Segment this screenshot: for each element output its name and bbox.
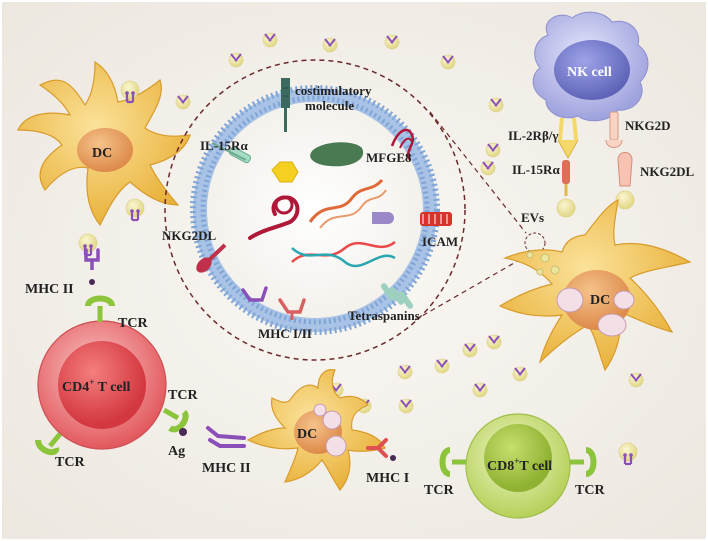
dc-right-label: DC (590, 293, 610, 308)
dc-nucleus (77, 128, 133, 172)
ag-label: Ag (168, 444, 185, 459)
tcr-right (162, 407, 189, 433)
extracellular-vesicle-zoom: costimulatory molecule IL-15Rα MFGE8 NKG… (162, 59, 536, 361)
nkg2dl-nk (615, 152, 635, 210)
mhc-ev (241, 286, 306, 320)
cd4-t-cell: CD4+ T cell (35, 295, 189, 456)
tcr-cd8-right (570, 447, 597, 477)
cd8-label: CD8+T cell (487, 456, 552, 474)
tcr-cd8-right-label: TCR (575, 483, 605, 498)
nkg2dl-ev (196, 243, 227, 273)
ev-lumen (207, 102, 423, 318)
evs-label: EVs (521, 210, 544, 225)
dc-label-top-left: DC (92, 146, 112, 161)
lipid-cargo (271, 161, 299, 183)
nk-cell: NK cell (532, 11, 649, 160)
small-protein (372, 212, 394, 224)
mhc1-bottom-label: MHC I (366, 471, 409, 486)
nkg2dl-ev-label: NKG2DL (162, 228, 217, 243)
tcr-bottom-label: TCR (55, 455, 85, 470)
dendritic-cell-top-left: DC (17, 60, 191, 227)
il15ra-nk (556, 160, 576, 218)
tcr-bottom (35, 432, 62, 456)
nk-cell-label: NK cell (567, 65, 612, 80)
nk-nucleus (554, 40, 630, 100)
mhc2-bottom-label: MHC II (202, 461, 251, 476)
tcr-cd8-left-label: TCR (424, 483, 454, 498)
tcr-right-label: TCR (168, 388, 198, 403)
mfge8-label: MFGE8 (366, 150, 412, 165)
mhc1-bottom (366, 438, 396, 461)
zoom-circle (164, 59, 466, 361)
tetraspanins (380, 283, 414, 309)
dc-bottom-label: DC (297, 427, 317, 442)
mhc12-label: MHC I/II (258, 326, 312, 341)
il2r-label: IL-2Rβ/γ (508, 128, 559, 143)
nkg2d-label: NKG2D (625, 118, 671, 133)
nkg2dl-nk-label: NKG2DL (640, 164, 695, 179)
costim-label-1: costimulatory (295, 83, 372, 98)
costimulatory-molecule (281, 78, 290, 132)
mfge8 (390, 128, 415, 161)
il15ra-ev (211, 142, 252, 164)
cd4-nucleus (58, 341, 146, 429)
icam-label: ICAM (422, 234, 458, 249)
mhc2-bottom (206, 426, 246, 448)
antigen-dot (179, 428, 187, 436)
mhc2-left: MHC II (25, 248, 100, 297)
dendritic-cell-right: DC (498, 198, 692, 372)
costim-label-2: molecule (305, 98, 354, 113)
dna-strand-b (291, 247, 396, 268)
tcr-top-label: TCR (118, 316, 148, 331)
dendritic-cell-bottom: DC (246, 369, 386, 492)
cd8-t-cell: CD8+T cell (439, 413, 597, 519)
cd4-label: CD4+ T cell (62, 377, 131, 395)
tetraspanins-label: Tetraspanins (348, 308, 420, 323)
tcr-cd8-left (439, 447, 466, 477)
cd8-nucleus (484, 424, 552, 492)
il15ra-nk-label: IL-15Rα (512, 162, 560, 177)
tcr-top (85, 295, 115, 322)
il15ra-ev-label: IL-15Rα (200, 138, 248, 153)
mrna-strand (308, 178, 384, 223)
mhc2-left-label: MHC II (25, 282, 74, 297)
icam (420, 212, 452, 226)
ev-near-nk (480, 160, 496, 176)
protein-cargo (310, 142, 364, 167)
